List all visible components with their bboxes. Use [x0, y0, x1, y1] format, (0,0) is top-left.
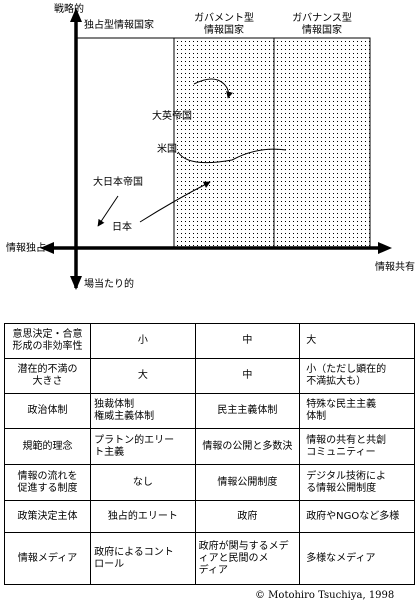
empire-japan-arrow — [97, 195, 119, 227]
region-monopoly-box — [75, 37, 175, 249]
row-header: 政策決定主体 — [3, 500, 92, 533]
cell-government: 中 — [194, 323, 301, 359]
axis-arrow-left — [40, 242, 54, 254]
copyright-notice: © Motohiro Tsuchiya, 1998 — [255, 590, 395, 601]
region-label-monopoly: 独占型情報国家 — [84, 20, 154, 31]
region-governance-box — [273, 37, 371, 249]
region-label-governance: ガバナンス型 情報国家 — [292, 13, 352, 36]
row-header: 情報の流れを 促進する制度 — [3, 464, 92, 501]
table-row: 情報の流れを 促進する制度 なし 情報公開制度 デジタル技術によ る情報公開制度 — [3, 464, 415, 501]
table-row: 規範的理念 プラトン的エリー ト主義 情報の公開と多数決 情報の共有と共創 コミ… — [3, 428, 415, 465]
table-row: 政治体制 独裁体制 権威主義体制 民主主義体制 特殊な民主主義 体制 — [3, 393, 415, 429]
axis-arrow-bottom — [70, 276, 82, 290]
comparison-table: 意思決定・合意 形成の非効率性 小 中 大 潜在的不満の 大きさ 大 中 小（た… — [3, 323, 415, 585]
axis-label-info-sharing: 情報共有 — [375, 262, 415, 273]
cell-monopoly: 独裁体制 権威主義体制 — [90, 393, 196, 429]
cell-monopoly: 政府によるコント ロール — [90, 532, 196, 585]
cell-governance: デジタル技術によ る情報公開制度 — [299, 464, 415, 501]
japan-trajectory-arrow — [139, 181, 211, 223]
row-header: 規範的理念 — [3, 428, 92, 465]
cell-governance: 政府やNGOなど多様 — [299, 500, 415, 533]
axis-arrow-right — [378, 242, 392, 254]
cell-governance: 多様なメディア — [299, 532, 415, 585]
row-header: 情報メディア — [3, 532, 92, 585]
cell-government: 情報公開制度 — [194, 464, 301, 501]
cell-monopoly: プラトン的エリー ト主義 — [90, 428, 196, 465]
table-row: 情報メディア 政府によるコント ロール 政府が関与するメデ ィアと民間のメ ディ… — [3, 532, 415, 585]
cell-government: 政府 — [194, 500, 301, 533]
axis-arrow-top — [70, 8, 82, 22]
country-label-japan: 日本 — [112, 222, 132, 233]
cell-government: 政府が関与するメデ ィアと民間のメ ディア — [194, 532, 301, 585]
country-label-britain: 大英帝国 — [152, 111, 192, 122]
table-row: 意思決定・合意 形成の非効率性 小 中 大 — [3, 323, 415, 359]
britain-trajectory-arrow — [193, 78, 233, 99]
cell-government: 民主主義体制 — [194, 393, 301, 429]
usa-trajectory-curve — [177, 148, 287, 164]
cell-government: 情報の公開と多数決 — [194, 428, 301, 465]
region-label-government: ガバメント型 情報国家 — [194, 13, 254, 36]
row-header: 潜在的不満の 大きさ — [3, 358, 92, 394]
cell-governance: 小（ただし顕在的 不満拡大も） — [299, 358, 415, 394]
cell-monopoly: なし — [90, 464, 196, 501]
axis-label-info-monopoly: 情報独占 — [6, 243, 46, 254]
region-government-box — [173, 37, 275, 249]
axis-label-strategic: 戦略的 — [54, 4, 84, 15]
country-label-empire-japan: 大日本帝国 — [93, 177, 143, 188]
diagram-canvas — [40, 8, 392, 290]
cell-monopoly: 小 — [90, 323, 196, 359]
cell-governance: 情報の共有と共創 コミュニティー — [299, 428, 415, 465]
cell-monopoly: 独占的エリート — [90, 500, 196, 533]
cell-government: 中 — [194, 358, 301, 394]
cell-governance: 特殊な民主主義 体制 — [299, 393, 415, 429]
axis-label-ad-hoc: 場当たり的 — [84, 279, 134, 290]
country-label-usa: 米国 — [157, 144, 177, 155]
cell-monopoly: 大 — [90, 358, 196, 394]
table-row: 政策決定主体 独占的エリート 政府 政府やNGOなど多様 — [3, 500, 415, 533]
row-header: 意思決定・合意 形成の非効率性 — [3, 323, 92, 359]
table-row: 潜在的不満の 大きさ 大 中 小（ただし顕在的 不満拡大も） — [3, 358, 415, 394]
row-header: 政治体制 — [3, 393, 92, 429]
cell-governance: 大 — [299, 323, 415, 359]
